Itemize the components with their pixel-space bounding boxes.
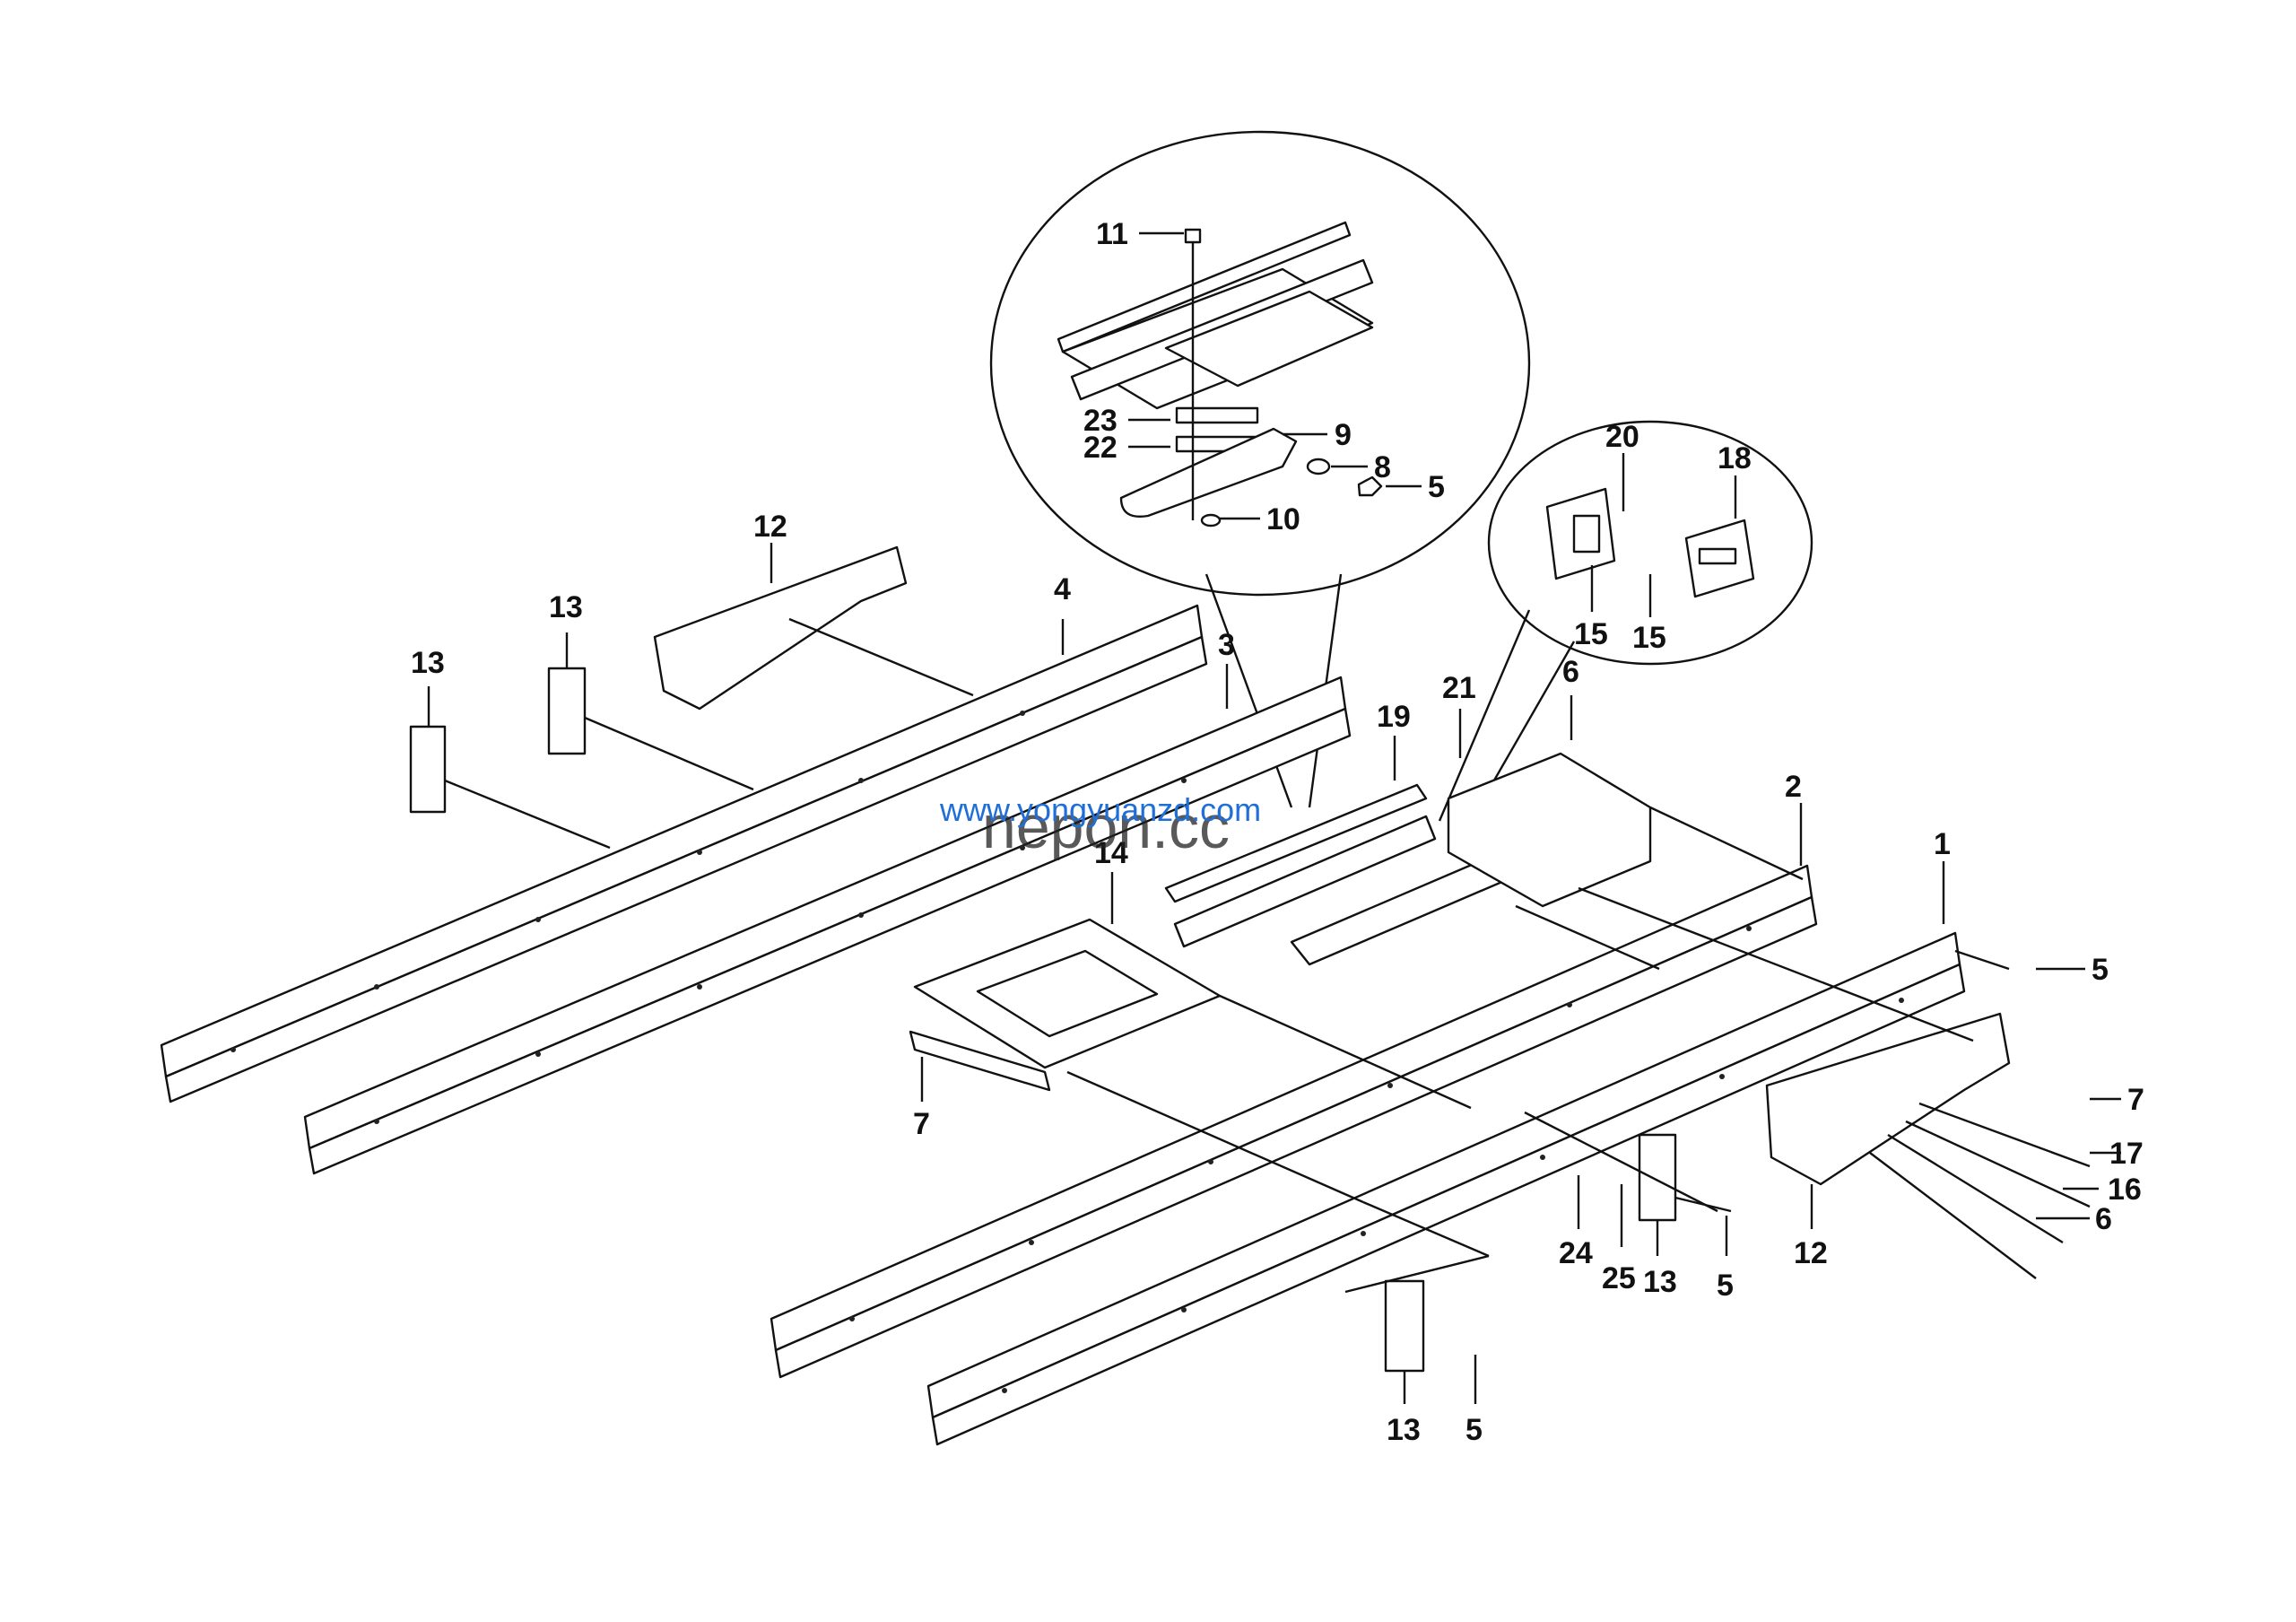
callout-13-a: 13 xyxy=(549,590,583,624)
callouts: 11 23 22 9 8 5 10 20 18 15 15 12 13 13 4… xyxy=(411,217,2144,1447)
callout-22: 22 xyxy=(1083,431,1118,465)
callout-6-top: 6 xyxy=(1562,655,1579,689)
callout-5-right: 5 xyxy=(2092,953,2109,987)
watermarks: nepon.cc www.yongyuanzd.com xyxy=(939,791,1261,861)
side-rail-3 xyxy=(303,676,1352,1175)
callout-19: 19 xyxy=(1377,700,1411,734)
callout-23: 23 xyxy=(1083,404,1118,438)
callout-12-right: 12 xyxy=(1794,1236,1828,1270)
callout-17: 17 xyxy=(2109,1137,2144,1171)
callout-10: 10 xyxy=(1266,502,1300,536)
gusset-plate-12-left xyxy=(653,545,908,711)
callout-3: 3 xyxy=(1218,628,1235,662)
callout-25: 25 xyxy=(1602,1261,1636,1295)
detail-view-crossmember xyxy=(989,130,1531,808)
detail-view-brackets xyxy=(1438,420,1813,822)
side-rail-4 xyxy=(160,604,1208,1103)
callout-15-left: 15 xyxy=(1574,617,1608,651)
bracket-13-b xyxy=(547,667,587,755)
callout-1: 1 xyxy=(1934,827,1951,861)
gusset-plate-12-right xyxy=(1765,1012,2011,1186)
callout-18: 18 xyxy=(1718,441,1752,475)
watermark-brand: nepon.cc xyxy=(982,793,1230,861)
callout-5-detail: 5 xyxy=(1428,470,1445,504)
callout-11: 11 xyxy=(1096,217,1128,251)
callout-13-b: 13 xyxy=(411,646,445,680)
callout-5-bottom: 5 xyxy=(1465,1413,1483,1447)
callout-12-top: 12 xyxy=(753,510,787,544)
side-rail-2 xyxy=(770,864,1818,1379)
callout-2: 2 xyxy=(1785,770,1802,804)
callout-20: 20 xyxy=(1605,420,1639,454)
crossmember-21 xyxy=(1447,752,1652,908)
subframe-14 xyxy=(909,918,1222,1092)
callout-15-right: 15 xyxy=(1632,621,1666,655)
bracket-13-d xyxy=(1384,1279,1425,1373)
callout-13-d: 13 xyxy=(1387,1413,1421,1447)
rail-holes xyxy=(230,711,1904,1393)
callout-8: 8 xyxy=(1374,450,1391,484)
callout-6-right: 6 xyxy=(2095,1202,2112,1236)
bracket-13-c xyxy=(1638,1133,1677,1222)
callout-13-c: 13 xyxy=(1643,1265,1677,1299)
callout-16: 16 xyxy=(2108,1173,2142,1207)
callout-24: 24 xyxy=(1559,1236,1593,1270)
watermark-url: www.yongyuanzd.com xyxy=(939,791,1261,828)
callout-21: 21 xyxy=(1442,671,1476,705)
bracket-13-a xyxy=(409,725,447,814)
callout-4: 4 xyxy=(1054,572,1071,606)
callout-9: 9 xyxy=(1335,418,1352,452)
callout-7-left: 7 xyxy=(913,1107,930,1141)
callout-7-right: 7 xyxy=(2127,1083,2144,1117)
callout-5-lower: 5 xyxy=(1717,1269,1734,1303)
side-rail-1 xyxy=(926,931,1966,1446)
callout-14: 14 xyxy=(1094,836,1128,870)
